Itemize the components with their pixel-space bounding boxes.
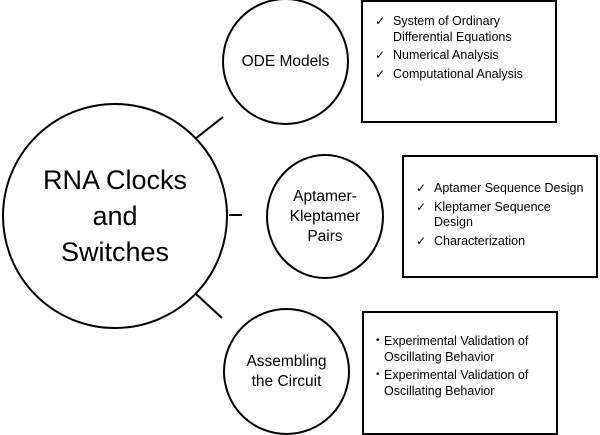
node-ode-models: ODE Models [222,0,349,125]
detail-box-assembling: • Experimental Validation of Oscillating … [362,311,558,435]
detail-list-ode: ✓ System of Ordinary Differential Equatio… [375,14,549,82]
list-item: ✓ Kleptamer Sequence Design [416,200,590,231]
node-assembling-circuit: Assembling the Circuit [223,308,350,435]
checkmark-icon: ✓ [416,181,427,195]
list-item: ✓ Computational Analysis [375,67,549,83]
list-item-text: Characterization [434,233,526,248]
list-item-text: Kleptamer Sequence Design [434,199,551,230]
main-node-label: RNA Clocks and Switches [42,165,188,267]
node-aptamer-kleptamer-label: Aptamer- Kleptamer Pairs [289,187,361,245]
list-item: ✓ Numerical Analysis [375,48,549,64]
list-item-text: System of Ordinary Differential Equation… [393,14,512,44]
list-item-text: Aptamer Sequence Design [434,181,584,195]
node-assembling-circuit-label: Assembling the Circuit [246,352,327,390]
bullet-icon: • [376,369,380,380]
checkmark-icon: ✓ [375,48,386,62]
connector-line-assembling [195,293,223,319]
list-item: • Experimental Validation of Oscillating … [376,333,550,365]
checkmark-icon: ✓ [375,66,386,81]
detail-box-ode: ✓ System of Ordinary Differential Equatio… [361,0,557,123]
list-item: • Experimental Validation of Oscillating … [376,367,550,399]
checkmark-icon: ✓ [416,199,427,214]
node-aptamer-kleptamer: Aptamer- Kleptamer Pairs [266,154,384,279]
connector-line-ode [194,116,224,140]
list-item-text: Experimental Validation of Oscillating B… [384,334,529,364]
node-ode-models-label: ODE Models [241,52,330,70]
list-item: ✓ Aptamer Sequence Design [416,181,590,197]
list-item: ✓ System of Ordinary Differential Equatio… [375,14,549,45]
list-item-text: Computational Analysis [393,66,523,81]
main-node: RNA Clocks and Switches [2,103,228,329]
list-item-text: Numerical Analysis [393,48,499,62]
list-item-text: Experimental Validation of Oscillating B… [384,368,529,398]
detail-list-assembling: • Experimental Validation of Oscillating … [376,333,550,399]
detail-box-aptamer: ✓ Aptamer Sequence Design ✓ Kleptamer Sequ… [402,155,598,278]
checkmark-icon: ✓ [416,233,427,248]
detail-list-aptamer: ✓ Aptamer Sequence Design ✓ Kleptamer Sequ… [416,181,590,249]
checkmark-icon: ✓ [375,14,386,28]
bullet-icon: • [376,335,380,346]
list-item: ✓ Characterization [416,234,590,250]
